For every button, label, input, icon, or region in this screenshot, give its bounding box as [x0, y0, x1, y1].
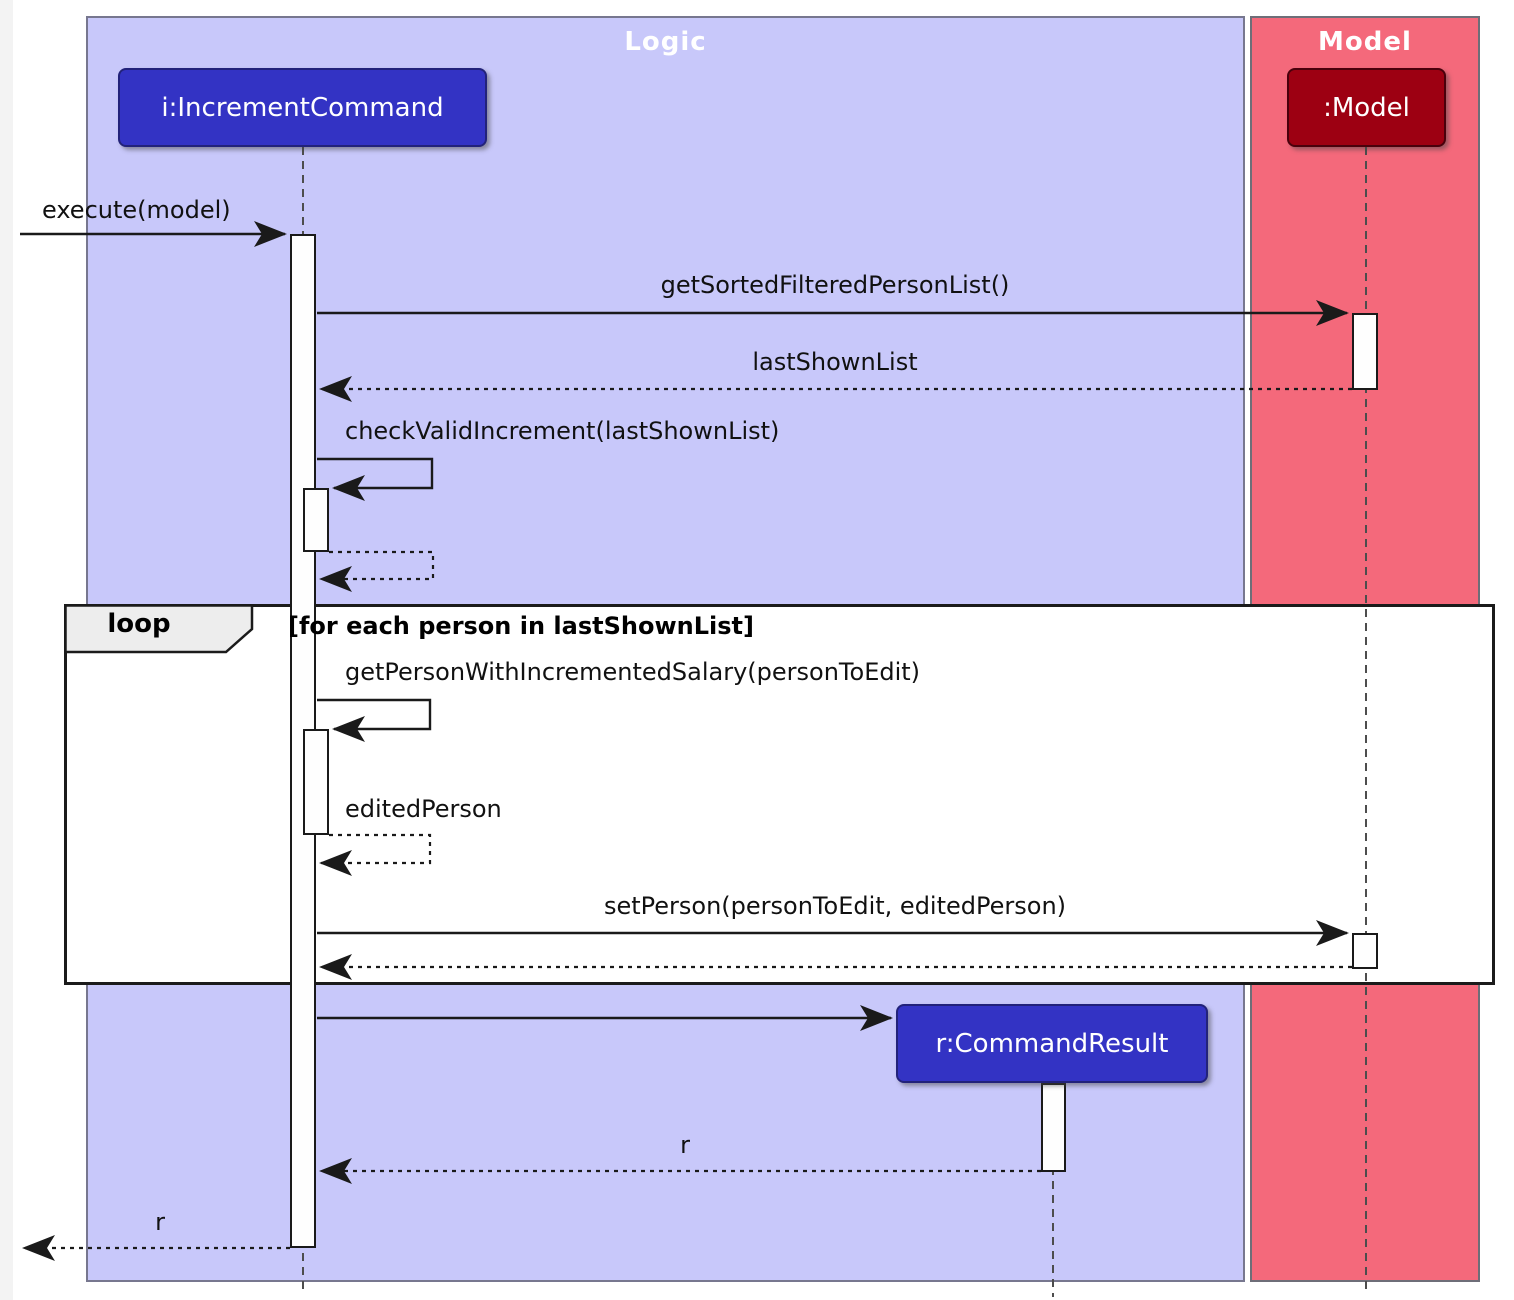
message-last-shown: lastShownList	[752, 348, 918, 376]
get-person-nested-activation-bar	[303, 729, 329, 835]
model-activation-bar-1	[1352, 313, 1378, 390]
edited-person-return-arrow	[319, 833, 432, 876]
logic-frame-title: Logic	[624, 27, 707, 57]
participant-increment-command: i:IncrementCommand	[118, 68, 487, 147]
participant-model: :Model	[1287, 68, 1446, 147]
message-return-r-1: r	[680, 1131, 690, 1159]
command-result-activation-bar	[1041, 1083, 1066, 1172]
message-get-sorted: getSortedFilteredPersonList()	[660, 271, 1010, 299]
check-valid-return-arrow	[319, 550, 435, 592]
message-set-person: setPerson(personToEdit, editedPerson)	[603, 892, 1067, 920]
check-valid-nested-activation-bar	[303, 488, 329, 552]
check-valid-self-arrow	[317, 457, 434, 501]
get-person-self-arrow	[317, 698, 432, 742]
message-execute: execute(model)	[42, 196, 231, 224]
message-check-valid: checkValidIncrement(lastShownList)	[345, 417, 780, 445]
loop-guard-label: [for each person in lastShownList]	[288, 612, 754, 640]
message-edited-person: editedPerson	[345, 795, 502, 823]
message-get-person: getPersonWithIncrementedSalary(personToE…	[345, 658, 921, 686]
message-return-r-2: r	[155, 1208, 165, 1236]
loop-operator-label: loop	[107, 609, 171, 639]
participant-command-result: r:CommandResult	[896, 1004, 1208, 1083]
model-activation-bar-2	[1352, 933, 1378, 969]
model-frame-title: Model	[1318, 27, 1412, 57]
loop-pentagon	[64, 604, 254, 654]
page-left-gutter	[0, 0, 13, 1300]
